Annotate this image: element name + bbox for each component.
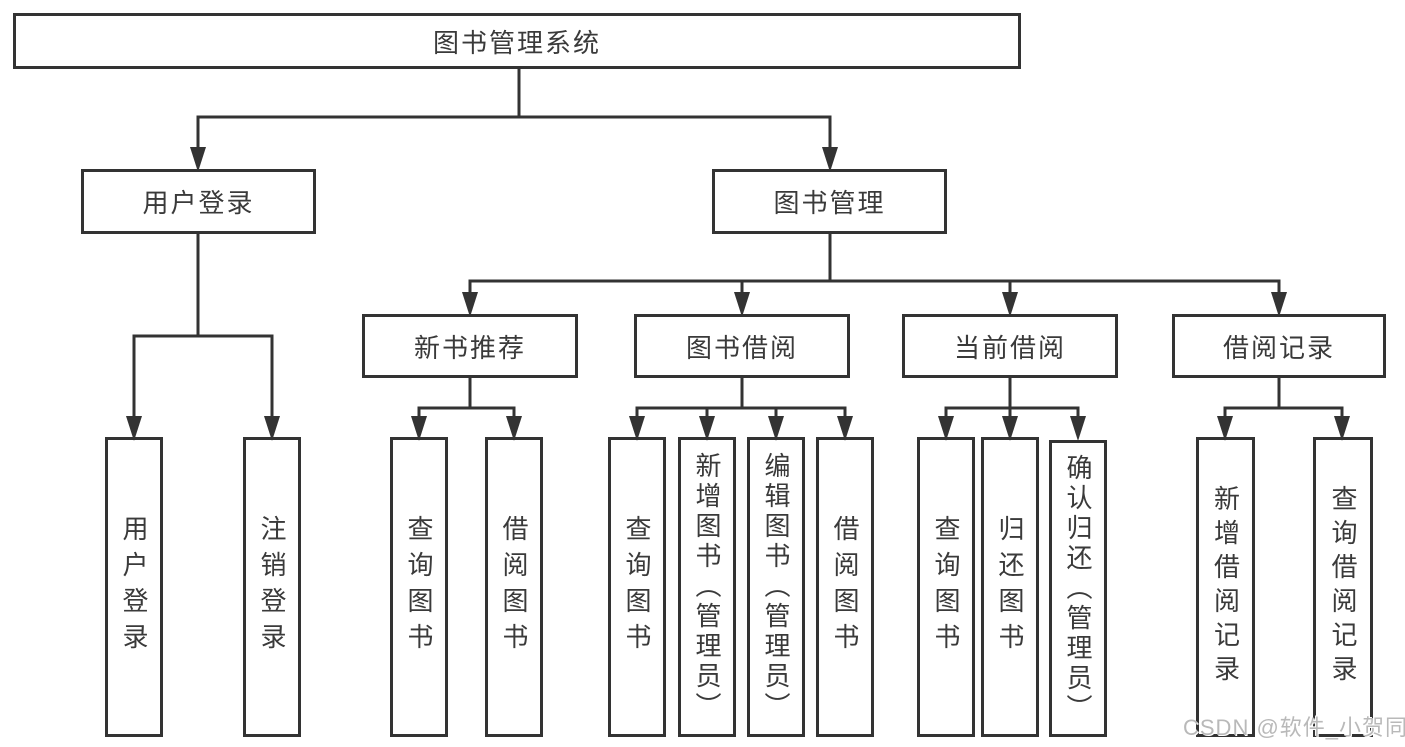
connector-user-login-branch [126, 234, 280, 441]
leaf-edit-book-admin: 编辑图书（管理员） [747, 437, 805, 737]
connector-new-book-recommendation-branch [411, 378, 522, 441]
connector-borrowing-records-branch [1217, 378, 1350, 441]
node-book-borrowing: 图书借阅 [634, 314, 850, 378]
leaf-logout: 注销登录 [243, 437, 301, 737]
connector-root-to-level2 [190, 69, 838, 172]
leaf-query-books-current: 查询图书 [917, 437, 975, 737]
node-new-book-recommendation: 新书推荐 [362, 314, 578, 378]
leaf-query-books-recommendation: 查询图书 [390, 437, 448, 737]
leaf-return-books: 归还图书 [981, 437, 1039, 737]
leaf-add-book-admin: 新增图书（管理员） [678, 437, 736, 737]
watermark-csdn: CSDN @软件_小贺同学 [1183, 715, 1405, 740]
leaf-query-books-borrowing: 查询图书 [608, 437, 666, 737]
node-library-management-system: 图书管理系统 [13, 13, 1021, 69]
connector-current-borrowing-branch [938, 378, 1086, 441]
leaf-borrow-books-borrowing: 借阅图书 [816, 437, 874, 737]
node-book-management: 图书管理 [712, 169, 947, 234]
leaf-borrow-books-recommendation: 借阅图书 [485, 437, 543, 737]
leaf-user-login: 用户登录 [105, 437, 163, 737]
leaf-add-borrow-record: 新增借阅记录 [1196, 437, 1255, 737]
leaf-query-borrow-record: 查询借阅记录 [1313, 437, 1373, 737]
node-current-borrowing: 当前借阅 [902, 314, 1118, 378]
node-borrowing-records: 借阅记录 [1172, 314, 1386, 378]
leaf-confirm-return-admin: 确认归还（管理员） [1049, 440, 1107, 737]
connector-book-borrowing-branch [629, 378, 853, 441]
connector-book-management-branch [462, 234, 1287, 317]
node-user-login: 用户登录 [81, 169, 316, 234]
